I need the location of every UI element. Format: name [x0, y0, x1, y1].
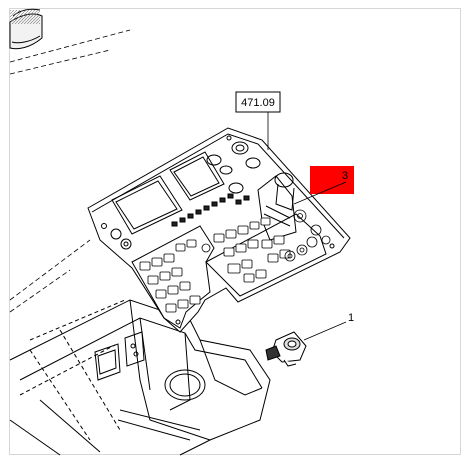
callout-1-number: 1	[348, 312, 354, 324]
callout-3-highlight	[310, 166, 354, 194]
callout-3-number: 3	[342, 170, 348, 182]
cab-housing	[9, 299, 271, 456]
rocker-switches	[139, 217, 291, 313]
callout-3[interactable]: 3	[293, 166, 354, 205]
reference-box: 471.09	[235, 91, 281, 150]
connector-part	[265, 331, 307, 367]
callout-1[interactable]: 1	[303, 312, 354, 341]
top-left-component	[9, 8, 43, 50]
reference-label: 471.09	[241, 97, 275, 109]
dashed-guide-lines	[9, 29, 131, 313]
panel-knobs	[201, 209, 331, 262]
